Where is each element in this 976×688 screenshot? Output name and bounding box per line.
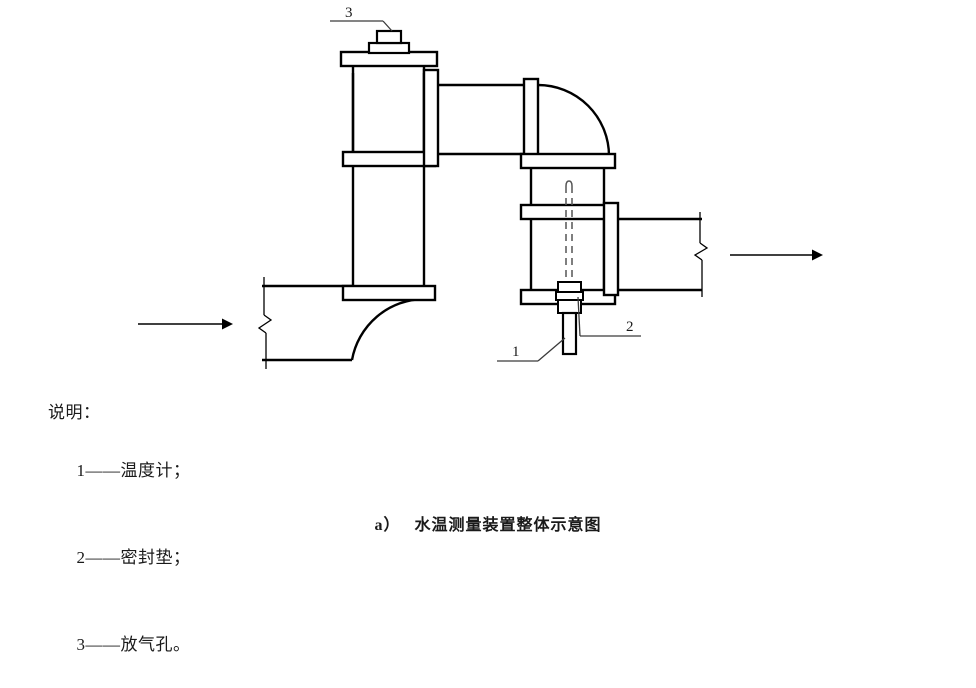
upper-horizontal-pipe xyxy=(438,83,530,156)
callout-3-label: 3 xyxy=(345,5,353,21)
flange-left-pipe-upper xyxy=(341,150,437,168)
callout-1: 1 xyxy=(497,337,566,362)
top-right-elbow xyxy=(537,83,611,157)
pipe-break-symbol-inlet xyxy=(257,277,273,369)
thermometer-stem xyxy=(561,311,578,356)
legend-item-2-text: 密封垫； xyxy=(120,548,191,567)
legend-item-3-number: 3 xyxy=(76,635,86,654)
thermometer-probe xyxy=(565,180,573,290)
figure-caption-label: a） xyxy=(374,517,401,534)
figure-water-temperature-device: 3 2 1 说明： 1——温度计； 2——密封垫； 3——放气孔。 a）水温测量… xyxy=(0,5,976,654)
flange-plate-upper-horizontal-left xyxy=(422,68,440,168)
callout-2-label: 2 xyxy=(626,319,634,335)
inlet-pipe xyxy=(257,277,352,369)
legend: 说明： 1——温度计； 2——密封垫； 3——放气孔。 xyxy=(48,398,348,688)
outlet-pipe xyxy=(618,212,709,297)
legend-item-1-dash: —— xyxy=(85,461,121,480)
vent-hole-fitting xyxy=(367,29,411,55)
flange-plate-outlet-tee xyxy=(602,201,620,297)
legend-item-1: 1——温度计； xyxy=(48,427,348,514)
legend-item-2-number: 2 xyxy=(76,548,86,567)
piping-schematic-drawing: 3 2 1 xyxy=(138,5,823,369)
figure-caption: a） 水温测量装置整体示意图 xyxy=(0,511,976,535)
flow-arrow-inlet xyxy=(138,318,233,330)
callout-3: 3 xyxy=(330,5,393,32)
callout-1-label: 1 xyxy=(512,344,520,360)
legend-item-1-text: 温度计； xyxy=(120,461,191,480)
right-vertical-pipe xyxy=(529,168,606,290)
flow-arrow-outlet xyxy=(730,249,823,261)
pipe-break-symbol-outlet xyxy=(693,212,709,297)
legend-title: 说明： xyxy=(48,403,101,422)
flange-right-pipe-middle xyxy=(519,203,617,221)
legend-item-3: 3——放气孔。 xyxy=(48,601,348,688)
legend-item-2-dash: —— xyxy=(85,548,121,567)
legend-item-3-text: 放气孔。 xyxy=(120,635,191,654)
flange-left-pipe-lower xyxy=(341,284,437,302)
legend-item-1-number: 1 xyxy=(76,461,86,480)
callout-2: 2 xyxy=(577,296,641,337)
flange-right-pipe-top xyxy=(519,152,617,170)
figure-caption-text: 水温测量装置整体示意图 xyxy=(414,517,602,534)
legend-item-3-dash: —— xyxy=(85,635,121,654)
left-vertical-pipe xyxy=(351,73,426,300)
top-chamber-body xyxy=(351,66,426,152)
